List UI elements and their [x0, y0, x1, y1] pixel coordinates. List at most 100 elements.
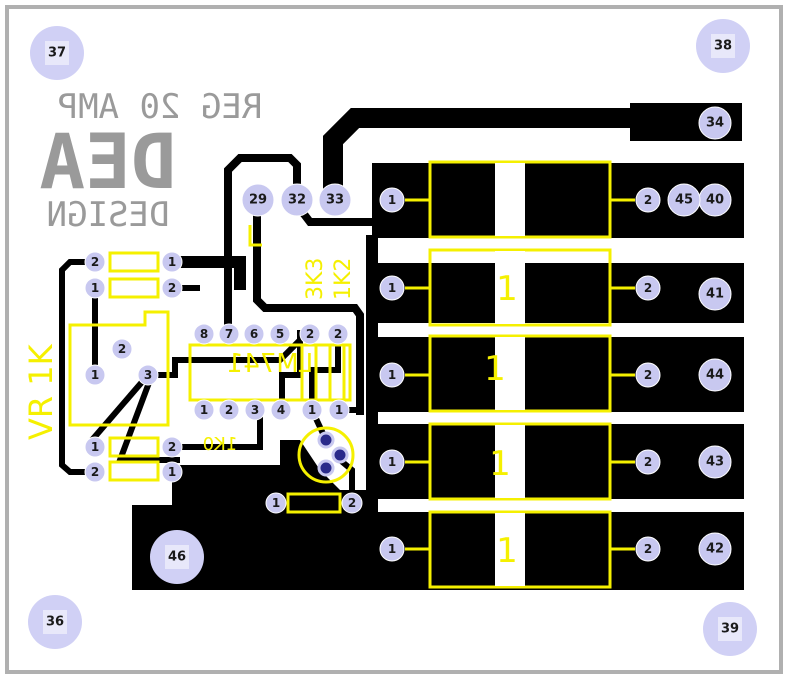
resistor-r-bot-b-pin-1: 2 — [84, 461, 106, 483]
mosfet-tab-4 — [495, 425, 525, 498]
terminal-42-ring — [698, 532, 732, 566]
ic-pin-3-ring — [244, 399, 266, 421]
resistor-r-lower-pin-2: 2 — [341, 492, 363, 514]
terminal-45: 45 — [667, 183, 701, 217]
mosfet-4-drain-pad: 2 — [635, 449, 661, 475]
mosfet-1-drain-pad-ring — [635, 187, 661, 213]
pot-pin-2-label: 2 — [118, 342, 126, 356]
trace-ic-3 — [178, 410, 263, 450]
plane-row-5 — [376, 512, 744, 590]
resistor-r-lower-pin-1: 1 — [265, 492, 287, 514]
mosfet-4-gate-pad-label: 1 — [388, 455, 396, 469]
terminal-29: 29 — [241, 183, 275, 217]
resistor-outline-lower — [286, 492, 342, 514]
resistor-r-top-a-pin-2: 1 — [161, 251, 183, 273]
mosfet-2-gate-pad-label: 1 — [388, 281, 396, 295]
trace-29 — [253, 200, 364, 415]
pot-pin-1-ring — [84, 364, 106, 386]
terminal-44: 44 — [698, 358, 732, 392]
ic-pin-7-ring — [218, 323, 240, 345]
terminal-41-label: 41 — [706, 287, 724, 302]
plane-row-4 — [376, 424, 744, 499]
terminal-33: 33 — [318, 183, 352, 217]
mounting-hole-center — [45, 41, 69, 65]
ic-pin-6: 6 — [243, 323, 265, 345]
terminal-32-ring — [280, 183, 314, 217]
trace-ic-1 — [148, 337, 303, 378]
mounting-hole-38: 38 — [696, 19, 750, 73]
ic-pin-7-label: 7 — [225, 327, 233, 341]
ic-pin-4-label: 4 — [277, 403, 285, 417]
trace-pot-wiper-2 — [115, 378, 180, 463]
trace-32 — [224, 154, 301, 335]
resistor-r-vert-a-pin-2-label: 1 — [308, 403, 316, 417]
ic-pin-8: 8 — [193, 323, 215, 345]
terminal-33-label: 33 — [326, 193, 344, 208]
board-title: REG 20 AMP DEA DESIGN — [39, 87, 262, 235]
title-line-3: DESIGN — [47, 195, 170, 235]
resistor-r-vert-a-pin-2: 1 — [301, 399, 323, 421]
terminal-44-ring — [698, 358, 732, 392]
resistor-label-a: 3K3 — [303, 258, 328, 300]
terminal-34-ring — [698, 106, 732, 140]
ic-pin-7: 7 — [218, 323, 240, 345]
resistor-r-vert-b-pin-1: 2 — [327, 323, 349, 345]
resistor-r-bot-a-pin-2-ring — [161, 436, 183, 458]
ic-pin-4-ring — [270, 399, 292, 421]
mosfet-3-gate-pad: 1 — [379, 362, 405, 388]
resistor-outline-top-b — [108, 277, 160, 299]
pot-pin-3: 3 — [137, 364, 159, 386]
mounting-hole-46: 46 — [150, 530, 204, 584]
resistor-label-b: 1K2 — [331, 258, 356, 300]
terminal-32-label: 32 — [288, 193, 306, 208]
trace-34 — [323, 108, 742, 200]
mosfet-3-gate-pad-ring — [379, 362, 405, 388]
resistor-r-bot-a-pin-1: 1 — [84, 436, 106, 458]
resistor-r-lower-pin-2-label: 2 — [348, 496, 356, 510]
resistor-r-top-b-pin-2: 2 — [161, 277, 183, 299]
ic-pin-3-label: 3 — [251, 403, 259, 417]
ic-pin-1-ring — [193, 399, 215, 421]
resistor-r-vert-a-pin-2-ring — [301, 399, 323, 421]
ic-pin-3: 3 — [244, 399, 266, 421]
ic-pin-8-ring — [193, 323, 215, 345]
pot-pin-1-label: 1 — [91, 368, 99, 382]
ic-outline — [188, 343, 352, 402]
silkscreen-layer — [68, 160, 635, 589]
title-line-2: DEA — [39, 117, 176, 206]
plane-row-2 — [376, 263, 744, 323]
ic-pin-8-label: 8 — [200, 327, 208, 341]
resistor-outline-bot-a — [108, 436, 160, 458]
mosfet-3-drain-pad-label: 2 — [644, 368, 652, 382]
resistor-r-bot-b-pin-1-ring — [84, 461, 106, 483]
bracket-29 — [248, 225, 262, 247]
trace-pot-wiper — [89, 373, 151, 442]
mosfet-1-drain-pad-label: 2 — [644, 193, 652, 207]
pot-label: VR 1K — [22, 343, 60, 440]
mounting-hole-center — [165, 545, 189, 569]
terminal-41: 41 — [698, 277, 732, 311]
mosfet-2-drain-pad: 2 — [635, 275, 661, 301]
ic-pin-6-ring — [243, 323, 265, 345]
mosfet-3-gate-pad-label: 1 — [388, 368, 396, 382]
resistor-r-top-b-pin-1: 1 — [84, 277, 106, 299]
transistor-outline — [297, 426, 355, 484]
resistor-r-lower-pin-2-ring — [341, 492, 363, 514]
title-line-1: REG 20 AMP — [58, 87, 263, 127]
mosfet-tab-3 — [495, 337, 525, 410]
mosfet-tab-5 — [495, 513, 525, 586]
terminal-43-ring — [698, 445, 732, 479]
resistor-r-vert-b-pin-2-ring — [328, 399, 350, 421]
resistor-small-label: 1K0 — [203, 434, 238, 455]
copper-layer — [59, 103, 744, 590]
mosfet-5-gate-pad-label: 1 — [388, 542, 396, 556]
mosfet-5-gate-pad-ring — [379, 536, 405, 562]
chip-label: LM741 — [227, 349, 314, 379]
ic-pin-6-label: 6 — [250, 327, 258, 341]
mounting-hole-center — [711, 34, 735, 58]
mounting-hole-label: 36 — [46, 615, 64, 630]
resistor-r-bot-a-pin-1-ring — [84, 436, 106, 458]
mosfet-tab-2 — [495, 251, 525, 324]
resistor-r-top-b-pin-1-ring — [84, 277, 106, 299]
